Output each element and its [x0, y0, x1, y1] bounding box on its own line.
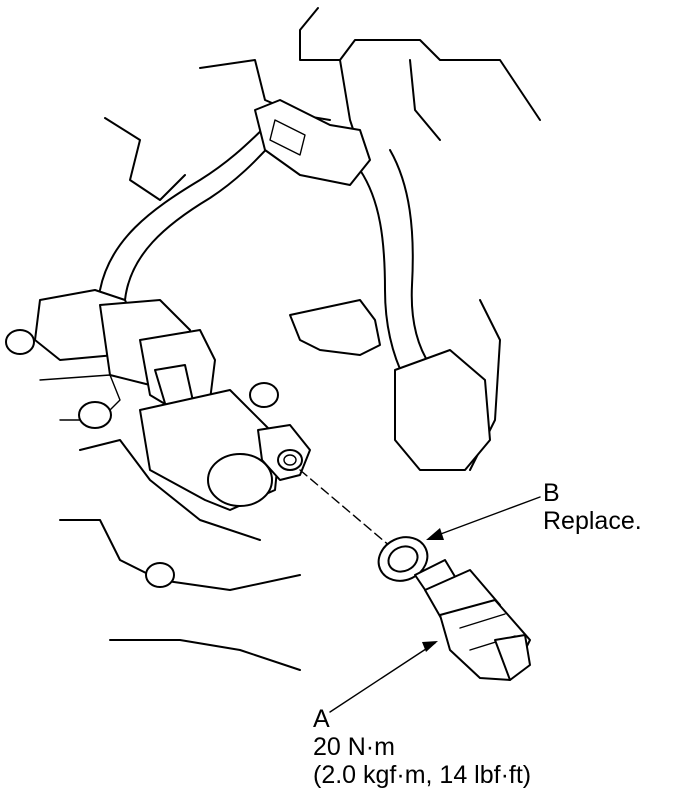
sealing-washer [377, 536, 429, 582]
housing-outline [39, 7, 541, 671]
callout-arrow-b [426, 496, 541, 540]
callout-a-letter: A [313, 705, 330, 733]
right-hose [359, 149, 431, 381]
callout-b-note: Replace. [543, 507, 642, 535]
callout-b-letter: B [543, 479, 560, 507]
sensor-port [249, 382, 311, 481]
callout-arrow-a [329, 641, 438, 713]
left-hose [99, 117, 281, 301]
top-bracket [254, 99, 371, 186]
callout-a-torque: 20 N·m [313, 733, 395, 761]
pressure-switch [414, 559, 531, 681]
right-bracket [289, 299, 491, 471]
solenoid-assembly [5, 289, 281, 588]
callout-a-torque-alt: (2.0 kgf·m, 14 lbf·ft) [313, 761, 532, 789]
